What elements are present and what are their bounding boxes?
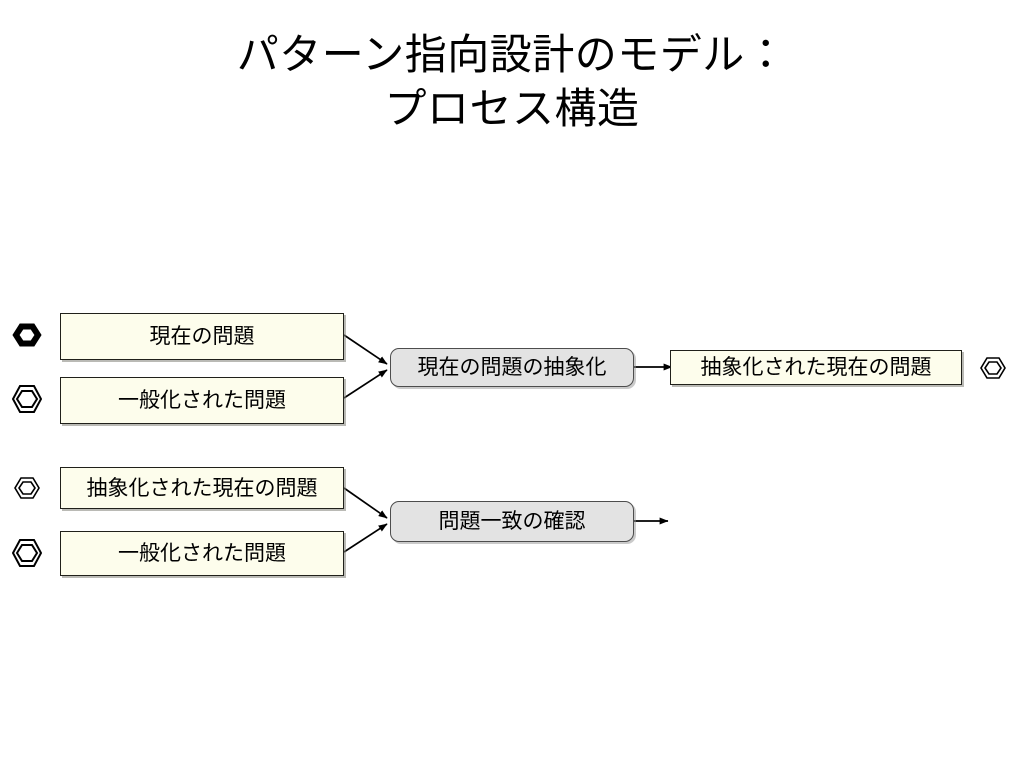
hexagon-single-icon [12, 320, 42, 350]
data-box-current-problem[interactable]: 現在の問題 [60, 313, 344, 360]
page-title: パターン指向設計のモデル： プロセス構造 [0, 28, 1024, 136]
data-box-abstracted-current-problem-input[interactable]: 抽象化された現在の問題 [60, 467, 344, 509]
hexagon-double-icon [12, 384, 42, 414]
process-box-abstract-current-problem[interactable]: 現在の問題の抽象化 [390, 348, 634, 387]
data-box-label: 現在の問題 [149, 325, 255, 348]
data-box-label: 一般化された問題 [118, 389, 286, 412]
arrow-generalized-problem-to-matching [343, 523, 388, 553]
data-box-label: 一般化された問題 [118, 542, 286, 565]
data-box-label: 抽象化された現在の問題 [86, 476, 318, 500]
arrow-abstracted-problem-to-matching [343, 487, 388, 519]
data-box-abstracted-current-problem-output[interactable]: 抽象化された現在の問題 [670, 350, 962, 385]
hexagon-double-icon [12, 538, 42, 568]
data-box-label: 抽象化された現在の問題 [700, 356, 932, 379]
process-box-label: 問題一致の確認 [438, 510, 586, 533]
arrow-current-problem-to-abstraction [343, 334, 388, 365]
data-box-generalized-problem-2[interactable]: 一般化された問題 [60, 531, 344, 576]
hexagon-thin-icon [12, 473, 42, 503]
title-line-1: パターン指向設計のモデル： [236, 31, 788, 78]
hexagon-thin-icon [978, 353, 1008, 383]
arrow-generalized-problem-to-abstraction [343, 369, 388, 399]
data-box-generalized-problem-1[interactable]: 一般化された問題 [60, 377, 344, 424]
process-box-label: 現在の問題の抽象化 [417, 356, 607, 379]
title-line-2: プロセス構造 [384, 84, 640, 132]
process-box-confirm-problem-match[interactable]: 問題一致の確認 [390, 501, 634, 542]
